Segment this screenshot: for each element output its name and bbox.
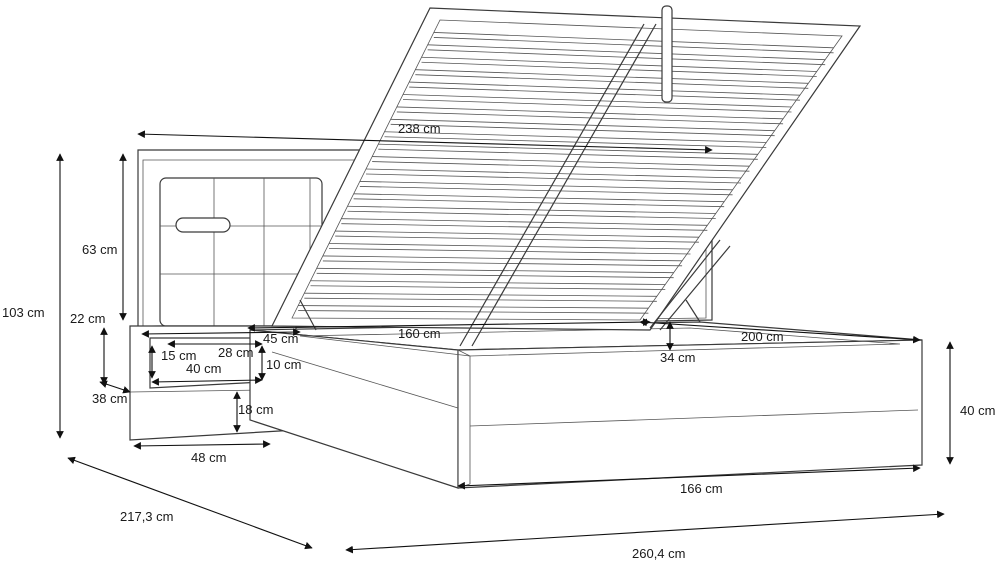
label-drawer-width: 40 cm — [186, 361, 221, 376]
label-nightstand-width: 48 cm — [191, 450, 226, 465]
dim-headboard-width-line — [137, 130, 713, 154]
slat — [353, 193, 725, 203]
label-nightstand-height: 22 cm — [70, 311, 105, 326]
label-mattress-width: 160 cm — [398, 326, 441, 341]
slat — [347, 205, 716, 214]
label-total-height: 103 cm — [2, 305, 45, 320]
slat — [304, 292, 657, 297]
slat — [341, 218, 708, 226]
dim-total-width-line — [67, 456, 313, 550]
bed-frame — [249, 321, 923, 489]
dimension-lines — [56, 130, 954, 554]
slat — [335, 235, 699, 243]
slat — [359, 186, 733, 196]
slat — [353, 198, 725, 208]
slat — [304, 297, 657, 302]
dim-drawer-width-line — [151, 376, 263, 386]
slat — [427, 49, 826, 66]
label-storage-depth: 34 cm — [660, 350, 695, 365]
label-headboard-width: 238 cm — [398, 121, 441, 136]
slat — [322, 255, 683, 262]
dim-nightstand-width-line — [133, 440, 271, 450]
slat — [316, 267, 674, 274]
slat — [372, 161, 750, 172]
label-nightstand-depth: 38 cm — [92, 391, 127, 406]
label-drawer-depth: 15 cm — [161, 348, 196, 363]
label-drawer-inner: 28 cm — [218, 345, 253, 360]
label-frame-width: 166 cm — [680, 481, 723, 496]
dim-nightstand-depth-line — [99, 380, 131, 394]
slat — [335, 230, 699, 238]
label-drawer-height: 10 cm — [266, 357, 301, 372]
slat — [421, 56, 817, 72]
slat — [322, 260, 683, 267]
label-total-width: 217,3 cm — [120, 509, 173, 524]
dim-total-length-line — [345, 510, 945, 554]
slat — [316, 272, 674, 279]
slat — [310, 285, 666, 290]
slat — [409, 81, 800, 96]
label-storage-offset: 45 cm — [263, 331, 298, 346]
slat — [402, 94, 792, 108]
slat — [328, 248, 691, 255]
slat — [433, 32, 834, 49]
slat — [298, 310, 649, 314]
handle-icon — [661, 5, 673, 103]
slat — [421, 61, 817, 77]
slat — [365, 173, 742, 184]
slat — [298, 305, 649, 309]
slat — [341, 223, 708, 231]
label-headboard-height: 63 cm — [82, 242, 117, 257]
lamp-left-icon — [175, 217, 231, 233]
slat — [396, 106, 784, 120]
slat — [390, 118, 775, 132]
slat — [347, 210, 716, 219]
slat — [372, 156, 750, 167]
label-frame-height: 40 cm — [960, 403, 995, 418]
slat — [427, 44, 826, 61]
dim-mattress-length-line — [639, 318, 921, 344]
dim-storage-offset-line — [141, 328, 301, 338]
slat — [433, 37, 834, 54]
dim-frame-width-line — [457, 464, 921, 490]
label-mattress-length: 200 cm — [741, 329, 784, 344]
slat — [415, 69, 809, 84]
slatted-base — [271, 5, 862, 347]
slat — [328, 243, 691, 250]
dimension-labels: 103 cm 63 cm 22 cm 38 cm 48 cm 18 cm 15 … — [2, 121, 995, 561]
label-total-length: 260,4 cm — [632, 546, 685, 561]
slat — [359, 181, 733, 191]
slat — [310, 280, 666, 285]
dim-mattress-width-line — [247, 318, 651, 332]
slat — [365, 168, 742, 179]
label-nightstand-leg: 18 cm — [238, 402, 273, 417]
